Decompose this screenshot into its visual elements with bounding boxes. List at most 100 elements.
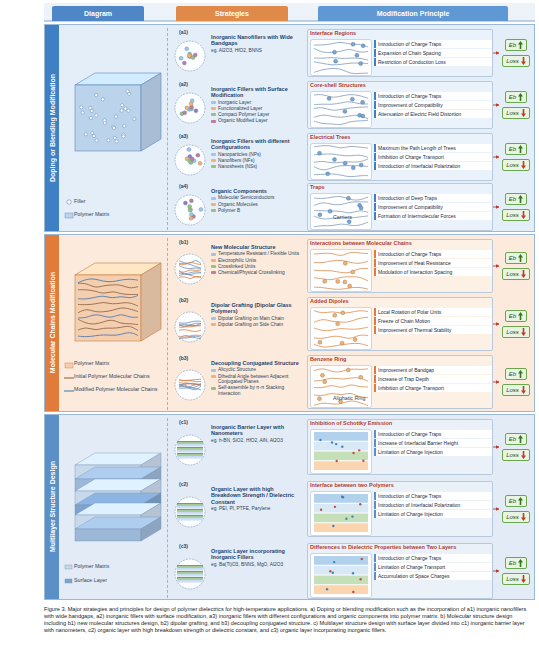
principle-illustration	[310, 39, 372, 76]
filler-dot	[95, 139, 98, 142]
chain-line	[179, 386, 201, 389]
strategy-detail: Compact Polymer Layer	[218, 112, 269, 118]
strategy-detail: Self-assemble by π-π Stacking Interactio…	[218, 385, 301, 396]
strategy-detail: Electrophilic Units	[218, 258, 256, 264]
chain-line	[314, 385, 368, 388]
layer-strip	[177, 455, 203, 457]
strategy-detail: Temperature Resistant / Flexible Units	[218, 251, 299, 257]
strategy-item: Alicyclic Structure	[211, 367, 301, 373]
category-band: Multilayer Structure Design(c1)Inorganic…	[44, 414, 535, 600]
chain-line	[314, 222, 368, 227]
effect-box: Loss	[502, 573, 530, 585]
principle-item: Modulation of Interaction Spacing	[374, 268, 492, 276]
trap-site	[327, 96, 331, 100]
arrow-shape	[518, 195, 523, 203]
strategy-item: eg. Al2O3, HfO2, BNNS	[211, 48, 301, 54]
principle-item: Introduction of Interfacial Polarization	[374, 501, 492, 509]
callout-number: (b1)	[179, 239, 188, 245]
effect-column: EbLoss	[499, 355, 533, 409]
charge-dot	[334, 506, 336, 508]
filler-dot	[122, 135, 125, 138]
chain-line	[179, 388, 201, 390]
illustration-frame	[311, 144, 372, 180]
trap-site	[320, 373, 324, 377]
illustration-g	[183, 199, 203, 221]
item-marker	[211, 159, 216, 162]
effect-box: Loss	[502, 55, 530, 67]
principle-item: Formation of Intermolecular Forces	[374, 212, 492, 220]
effect-arrow	[493, 571, 499, 572]
filler-dot	[92, 135, 95, 138]
principle-item: Introduction of Deep Traps	[374, 194, 492, 202]
layer-band	[314, 432, 368, 441]
increase-arrow	[518, 145, 523, 153]
effect-column: EbLoss	[499, 239, 533, 293]
trap-site	[341, 311, 345, 315]
part-label: Filler	[74, 198, 164, 204]
illustration-frame	[311, 250, 372, 292]
item-marker	[211, 369, 216, 372]
layer-strip	[177, 449, 203, 451]
slab-side	[141, 517, 161, 541]
charge-dot	[331, 441, 333, 443]
filler-particle	[189, 102, 193, 106]
trap-site	[359, 163, 363, 167]
strategy-detail: Crosslinked Units	[218, 264, 255, 270]
arrow-shape	[521, 57, 526, 65]
trap-site	[323, 380, 327, 384]
trap-site	[351, 42, 355, 46]
strategy-detail: Alicyclic Structure	[218, 367, 256, 373]
layer-strip	[177, 579, 203, 581]
effect-column: EbLoss	[499, 81, 533, 129]
chain-line	[314, 102, 368, 105]
filler-particle	[199, 207, 203, 211]
layer-strip	[177, 575, 203, 577]
principle-list: Introduction of Charge TrapsIncrease of …	[374, 430, 492, 458]
principle-item: Freeze of Chain Motion	[374, 317, 492, 325]
strategy-text: Inorganic Nanofillers with Wide Bandgaps…	[211, 34, 301, 54]
strategy-item: Nanosheets (NSs)	[211, 164, 301, 170]
callout-number: (c1)	[179, 419, 188, 425]
chain-line	[314, 369, 368, 372]
illustration-g	[314, 432, 368, 470]
filler-particle	[185, 47, 189, 51]
illustration-frame	[311, 92, 372, 128]
principle-item: Restriction of Conduction Loss	[374, 58, 492, 66]
trap-site	[347, 220, 351, 224]
principle-item: Attenuation of Electric Field Distortion	[374, 110, 492, 118]
chain-line	[314, 252, 368, 255]
principle-item: Expansion of Chain Spacing	[374, 49, 492, 57]
chain-line	[314, 154, 368, 157]
effect-label: Eb	[509, 94, 516, 100]
trap-site	[350, 97, 354, 101]
illustration-g	[177, 503, 203, 521]
principle-illustration	[310, 249, 372, 292]
item-marker	[211, 107, 216, 110]
effect-box: Loss	[502, 209, 530, 221]
strategy-circle	[175, 559, 205, 589]
column-divider	[167, 238, 168, 410]
illustration-frame	[311, 430, 372, 474]
strategy-item: Dipolar Grafting on Side Chain	[211, 322, 301, 328]
cube-side	[141, 73, 161, 151]
illustration-g	[78, 279, 138, 337]
principle-box: Core-shell StructuresIntroduction of Cha…	[307, 81, 493, 129]
increase-arrow	[518, 312, 523, 320]
chain-line	[314, 159, 368, 163]
strategy-detail: Nanoparticles (NPs)	[218, 152, 261, 158]
layer-strip	[177, 503, 203, 505]
charge-dot	[332, 525, 334, 527]
effect-node: EbLoss	[499, 355, 533, 409]
part-label: Polymer Matrix	[74, 563, 164, 569]
part-label: Modified Polymer Molecular Chains	[74, 386, 164, 392]
band-title: Multilayer Structure Design	[49, 461, 56, 552]
filler-particle	[185, 106, 189, 110]
decrease-arrow	[521, 328, 526, 336]
cube-side	[141, 263, 161, 341]
decrease-arrow	[521, 57, 526, 65]
column-heading: Diagram	[84, 10, 112, 17]
strategy-node: (b1)New Molecular StructureTemperature R…	[171, 239, 301, 293]
chain-line	[314, 268, 368, 272]
principle-box: Inhibition of Schottky EmissionIntroduct…	[307, 419, 493, 475]
chain-line	[314, 211, 368, 213]
